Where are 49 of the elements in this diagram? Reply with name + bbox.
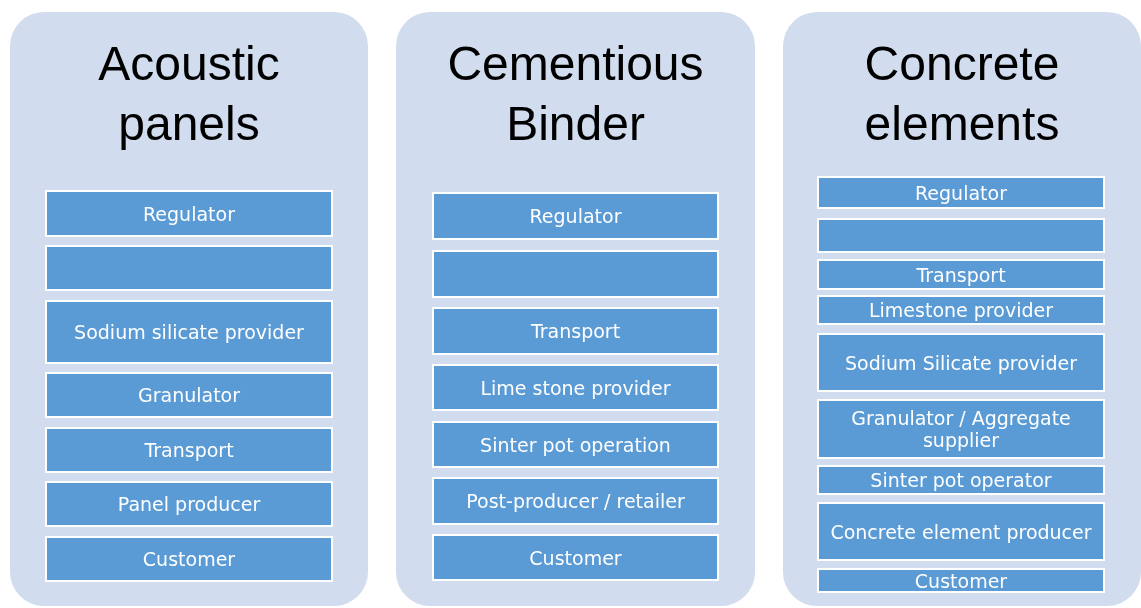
box-label: Transport	[530, 320, 621, 342]
stakeholder-box	[45, 245, 333, 291]
box-label: Granulator	[137, 384, 241, 406]
box-label: Transport	[916, 263, 1006, 286]
stakeholder-box	[817, 568, 1105, 593]
box-label: Post-producer / retailer	[466, 490, 685, 512]
box-label: Panel producer	[117, 493, 261, 515]
stakeholder-box	[817, 218, 1105, 253]
box-label: Lime stone provider	[480, 376, 671, 399]
stakeholder-box	[45, 427, 333, 473]
stakeholder-box	[432, 307, 719, 355]
panel-title: Acoustic panels	[97, 36, 281, 152]
panel-title: Concrete elements	[863, 36, 1061, 152]
stakeholder-box	[432, 477, 719, 525]
box-label: Customer	[914, 569, 1008, 592]
stakeholder-box	[45, 536, 333, 582]
stakeholder-box	[45, 372, 333, 418]
box-label: Sinter pot operation	[480, 433, 671, 456]
stakeholder-box	[817, 465, 1105, 495]
stakeholder-box	[817, 502, 1105, 561]
stakeholder-box	[432, 364, 719, 411]
box-label: Regulator	[915, 181, 1007, 204]
stakeholder-box	[432, 192, 719, 240]
box-label: Customer	[529, 546, 622, 569]
panel-title: Cementious Binder	[446, 36, 705, 152]
box-label: Granulator / Aggregate supplier	[850, 407, 1072, 451]
stakeholder-box	[817, 333, 1105, 392]
stakeholder-box	[817, 399, 1105, 459]
stakeholder-box	[817, 295, 1105, 325]
box-label: Regulator	[143, 202, 235, 225]
box-label: Sodium silicate provider	[74, 321, 304, 343]
box-label: Customer	[142, 548, 236, 570]
category-panel	[396, 12, 755, 606]
stakeholder-box	[817, 176, 1105, 209]
stakeholder-box	[432, 250, 719, 298]
category-panel	[783, 12, 1141, 606]
box-label: Sodium Silicate provider	[845, 351, 1077, 374]
box-label: Sinter pot operator	[870, 469, 1052, 491]
stakeholder-box	[817, 259, 1105, 290]
stakeholder-box	[432, 421, 719, 468]
box-label: Concrete element producer	[830, 520, 1092, 543]
box-label: Regulator	[529, 205, 622, 227]
box-label: Transport	[144, 439, 234, 461]
category-panel	[10, 12, 368, 606]
stakeholder-box	[45, 190, 333, 237]
stakeholder-box	[432, 534, 719, 581]
stakeholder-box	[45, 481, 333, 527]
box-label: Limestone provider	[869, 299, 1053, 321]
stakeholder-box	[45, 300, 333, 364]
